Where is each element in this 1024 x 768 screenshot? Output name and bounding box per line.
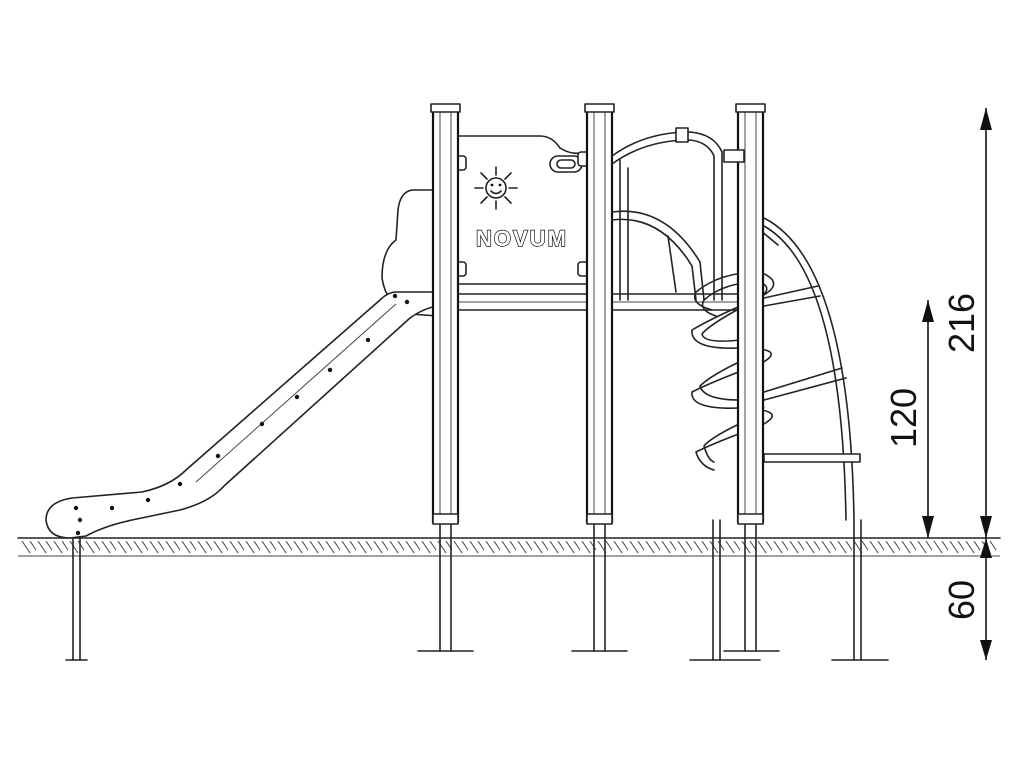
ground-hatching [21, 540, 997, 554]
dimension-120-label: 120 [883, 388, 924, 448]
dimension-foundation-depth: 60 [941, 538, 992, 660]
dimension-216-label: 216 [941, 293, 982, 353]
slide [45, 189, 439, 539]
dimension-platform-height: 120 [883, 300, 934, 538]
name-panel: NOVUM [453, 135, 591, 285]
post-3 [723, 103, 766, 525]
posts [430, 103, 766, 525]
dimension-total-height: 216 [941, 108, 992, 538]
foundations [65, 519, 889, 661]
dimension-60-label: 60 [941, 580, 982, 620]
ground [17, 537, 1001, 557]
sun-face-icon [474, 166, 518, 210]
curved-ladder [759, 217, 861, 521]
post-2 [584, 103, 615, 525]
slide-rivets [73, 293, 410, 536]
post-1 [430, 103, 461, 525]
dimension-lines: 216 120 60 [883, 108, 992, 660]
arch-handrails [611, 127, 723, 301]
panel-brand-text: NOVUM [476, 226, 568, 251]
